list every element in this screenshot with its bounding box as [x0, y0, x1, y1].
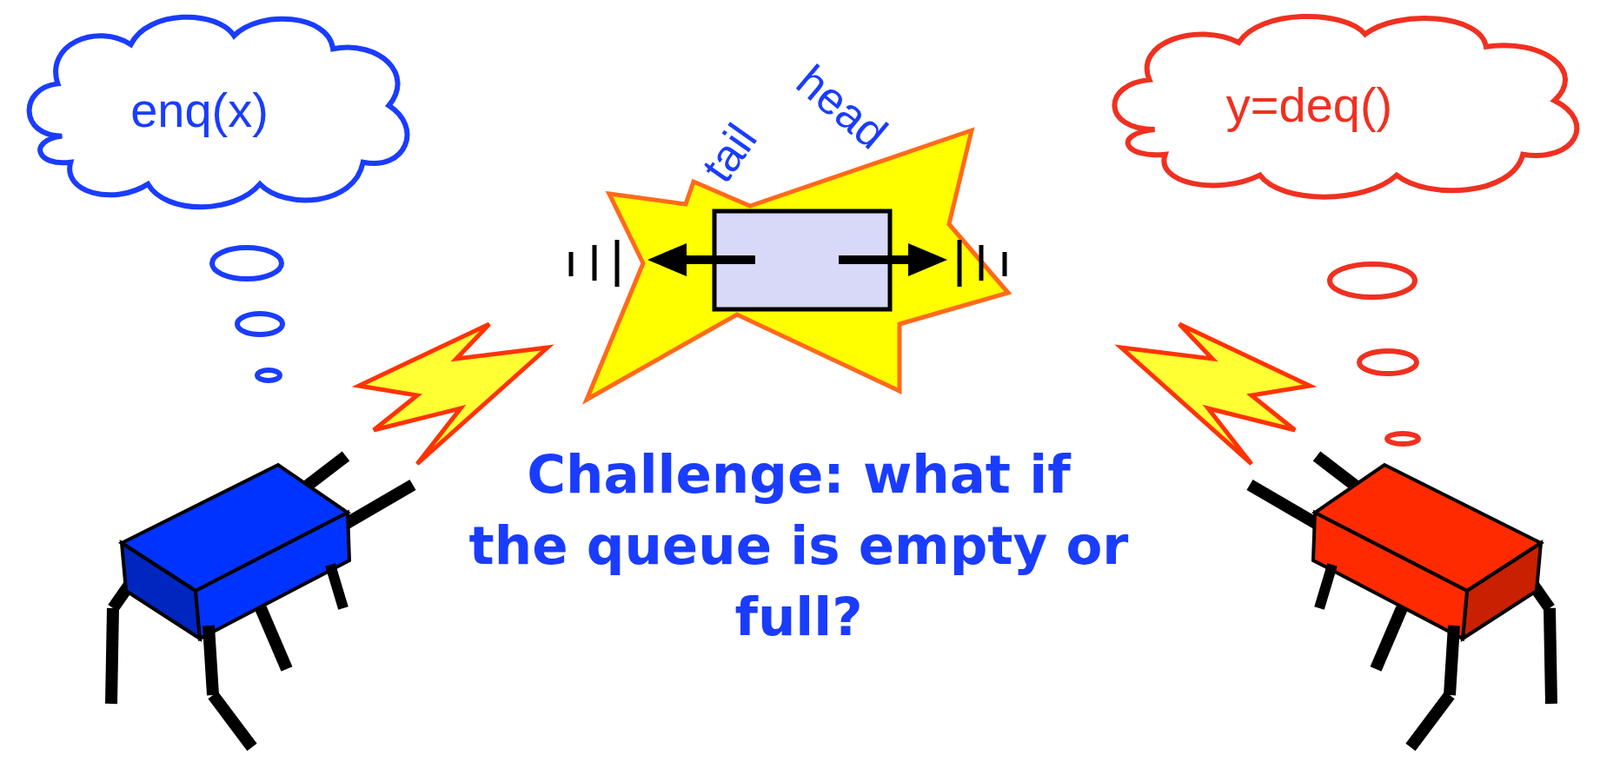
thought-cloud: y=deq(): [1091, 5, 1597, 205]
robot-blue: [111, 456, 413, 748]
lightning-bolt: [358, 324, 548, 465]
operation-text: y=deq(): [1226, 76, 1393, 133]
thought-bubbles-blue: [212, 247, 283, 381]
pointer-label: head: [786, 54, 897, 160]
thought-bubbles-red: [1329, 264, 1419, 445]
robot-red: [1249, 456, 1552, 748]
lightning-bolt: [1121, 324, 1310, 465]
challenge-note: Challenge: what if the queue is empty or…: [468, 438, 1129, 653]
pointer-label: tail: [690, 114, 767, 193]
motion-lines: [570, 239, 1005, 287]
queue-arrows: [647, 243, 948, 277]
star-burst: [586, 130, 1009, 400]
operation-text: enq(x): [130, 81, 269, 139]
thought-cloud: enq(x): [10, 5, 424, 215]
